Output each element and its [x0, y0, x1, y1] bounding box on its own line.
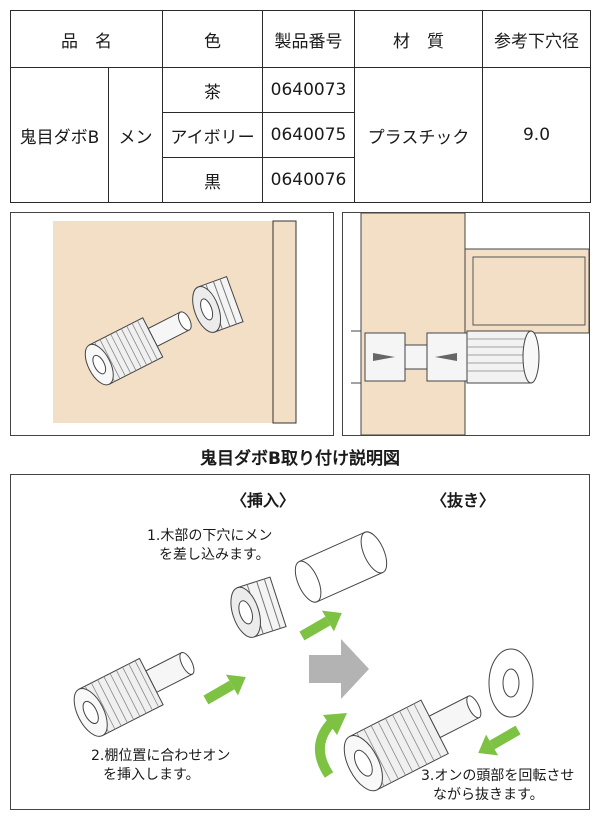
spec-table: 品 名 色 製品番号 材 質 参考下穴径 鬼目ダボB メン 茶 0640073 … — [10, 10, 591, 203]
insert-part — [230, 576, 287, 638]
pin-part — [73, 651, 195, 737]
product-illustration-panel — [10, 212, 334, 436]
arrow-next-step — [309, 639, 369, 699]
step3-instruction: 3.オンの頭部を回転させ ながら抜きます。 — [421, 767, 574, 805]
header-part-number: 製品番号 — [262, 10, 355, 68]
insert-section — [364, 332, 406, 382]
insert-slot-2 — [435, 353, 457, 361]
color-cell: 黒 — [162, 157, 263, 203]
cross-section-panel — [342, 212, 590, 436]
step2-instruction: 2.棚位置に合わせオン を挿入します。 — [91, 747, 230, 785]
installation-diagram: 〈挿入〉 〈抜き〉 1.木部の下穴にメン を差し込みます。 2.棚位置に合わせオ… — [10, 474, 590, 810]
step2-line2: を挿入します。 — [103, 767, 200, 783]
part-number-cell: 0640075 — [262, 112, 355, 158]
diagram-title: 鬼目ダボB取り付け説明図 — [200, 449, 400, 469]
header-material: 材 質 — [354, 10, 483, 68]
step3-line1: 3.オンの頭部を回転させ — [421, 768, 575, 784]
product-type-cell: メン — [108, 67, 163, 203]
remove-heading: 〈抜き〉 — [431, 491, 496, 510]
wood-board-vertical — [360, 212, 466, 436]
material-cell: プラスチック — [354, 67, 483, 203]
product-illustration — [53, 220, 297, 424]
header-hole-diameter: 参考下穴径 — [482, 10, 591, 68]
step1-instruction: 1.木部の下穴にメン を差し込みます。 — [147, 527, 272, 565]
header-product-name: 品 名 — [10, 10, 163, 68]
dowel-pin — [84, 311, 192, 386]
insert-heading: 〈挿入〉 — [231, 491, 296, 510]
shelf-board-inner — [472, 256, 586, 326]
arrow-pin-up — [203, 674, 246, 705]
installation-drawing — [73, 531, 534, 792]
dowel-tube — [294, 531, 388, 603]
washer-part — [488, 648, 534, 718]
cross-section-illustration — [351, 212, 590, 436]
rotate-arrow-head — [323, 713, 347, 735]
color-cell: 茶 — [162, 67, 263, 113]
pin-head — [466, 330, 532, 384]
shelf-board — [464, 248, 590, 334]
hole-diameter-cell: 9.0 — [482, 67, 591, 203]
pin-head-end — [522, 330, 540, 384]
dowel-insert — [192, 275, 244, 333]
part-number-cell: 0640076 — [262, 157, 355, 203]
header-color: 色 — [162, 10, 263, 68]
wood-panel-edge — [272, 220, 297, 424]
rotate-arrow-icon — [314, 717, 337, 778]
part-number-cell: 0640073 — [262, 67, 355, 113]
step1-line1: 1.木部の下穴にメン — [147, 528, 273, 544]
pin-part-removal — [343, 695, 482, 792]
step3-line2: ながら抜きます。 — [433, 787, 544, 803]
product-name-cell: 鬼目ダボB — [10, 67, 109, 203]
color-cell: アイボリー — [162, 112, 263, 158]
arrow-remove — [478, 725, 521, 756]
step1-line2: を差し込みます。 — [159, 547, 270, 563]
arrow-insert-up — [299, 610, 342, 641]
step2-line1: 2.棚位置に合わせオン — [91, 748, 231, 764]
insert-slot — [373, 353, 395, 361]
